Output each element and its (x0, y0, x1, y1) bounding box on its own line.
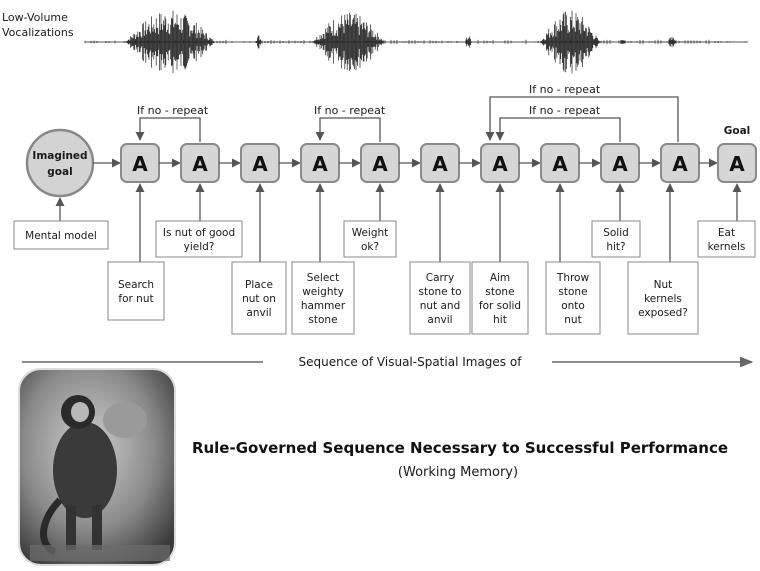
action-box-text: Aim (490, 272, 510, 284)
check-box-text: hit? (606, 241, 625, 253)
waveform-label-line1: Low-Volume (2, 11, 68, 24)
action-box (231, 261, 287, 335)
action-box-text: Nut (654, 279, 673, 291)
action-box-text: stone (485, 286, 514, 298)
goal-label: Goal (724, 125, 751, 137)
check-box (343, 220, 397, 258)
waveform-label-line2: Vocalizations (2, 26, 74, 39)
action-box-text: Throw (556, 272, 590, 284)
action-box-text: hammer (301, 300, 346, 312)
repeat-loop-1 (135, 117, 201, 142)
action-box-text: nut and (420, 300, 461, 312)
action-node-letter: A (672, 152, 688, 176)
repeat-label-2: If no - repeat (314, 104, 386, 117)
vocalization-waveform (84, 10, 748, 74)
check-box-text: kernels (708, 241, 746, 253)
action-node-letter: A (492, 152, 508, 176)
repeat-label-1: If no - repeat (137, 104, 209, 117)
main-title: Rule-Governed Sequence Necessary to Succ… (192, 439, 728, 457)
sequence-label: Sequence of Visual-Spatial Images of (299, 355, 523, 369)
action-node-letter: A (432, 152, 448, 176)
action-node-letter: A (312, 152, 328, 176)
action-box-text: Carry (426, 272, 454, 284)
action-box-text: anvil (427, 314, 452, 326)
check-box-text: yield? (184, 241, 215, 253)
action-box-text: weighty (302, 286, 344, 298)
action-box-text: hit (493, 314, 507, 326)
check-box-text: Weight (352, 227, 389, 239)
repeat-loop-inner (495, 117, 621, 142)
action-node-letter: A (372, 152, 388, 176)
action-node-letter: A (729, 152, 745, 176)
action-node-letter: A (132, 152, 148, 176)
check-box (155, 220, 243, 258)
action-node-letter: A (252, 152, 268, 176)
action-box (291, 261, 355, 335)
monkey-with-stone-photo (18, 368, 176, 566)
check-box-text: Eat (718, 227, 735, 239)
mental-model-label: Mental model (25, 230, 97, 242)
action-box-text: stone (558, 286, 587, 298)
action-box-text: Search (118, 279, 154, 291)
action-node-letter: A (552, 152, 568, 176)
imagined-goal-line2: goal (47, 166, 72, 178)
action-box-text: for solid (479, 300, 521, 312)
action-box-text: onto (561, 300, 585, 312)
action-node (717, 143, 757, 183)
action-box (545, 261, 601, 335)
check-box-text: Is nut of good (163, 227, 235, 239)
action-box-text: stone (308, 314, 337, 326)
action-box-text: for nut (118, 293, 153, 305)
action-box-text: stone to (418, 286, 461, 298)
imagined-goal-node (25, 128, 95, 198)
subtitle: (Working Memory) (398, 465, 518, 480)
imagined-goal-line1: Imagined (32, 150, 87, 162)
action-box (107, 261, 165, 321)
repeat-label-inner: If no - repeat (529, 104, 601, 117)
action-box (471, 261, 529, 335)
repeat-loop-2 (315, 117, 381, 142)
action-box (627, 261, 699, 335)
action-box (409, 261, 471, 335)
action-box-text: kernels (644, 293, 682, 305)
repeat-label-outer: If no - repeat (529, 83, 601, 96)
action-node-letter: A (612, 152, 628, 176)
action-box-text: Select (307, 272, 339, 284)
action-box-text: nut on (242, 293, 276, 305)
check-box-text: ok? (361, 241, 379, 253)
action-box-text: exposed? (638, 307, 688, 319)
check-box (697, 220, 756, 258)
action-box-text: Place (245, 279, 273, 291)
action-box-text: anvil (246, 307, 271, 319)
action-box-text: nut (564, 314, 581, 326)
annotation-boxes: Search for nut Place nut on anvil Select weigh… (107, 183, 756, 335)
action-node-letter: A (192, 152, 208, 176)
mental-model-box (13, 220, 109, 250)
check-box (591, 220, 641, 258)
repeat-loop-outer (485, 96, 679, 142)
check-box-text: Solid (603, 227, 629, 239)
